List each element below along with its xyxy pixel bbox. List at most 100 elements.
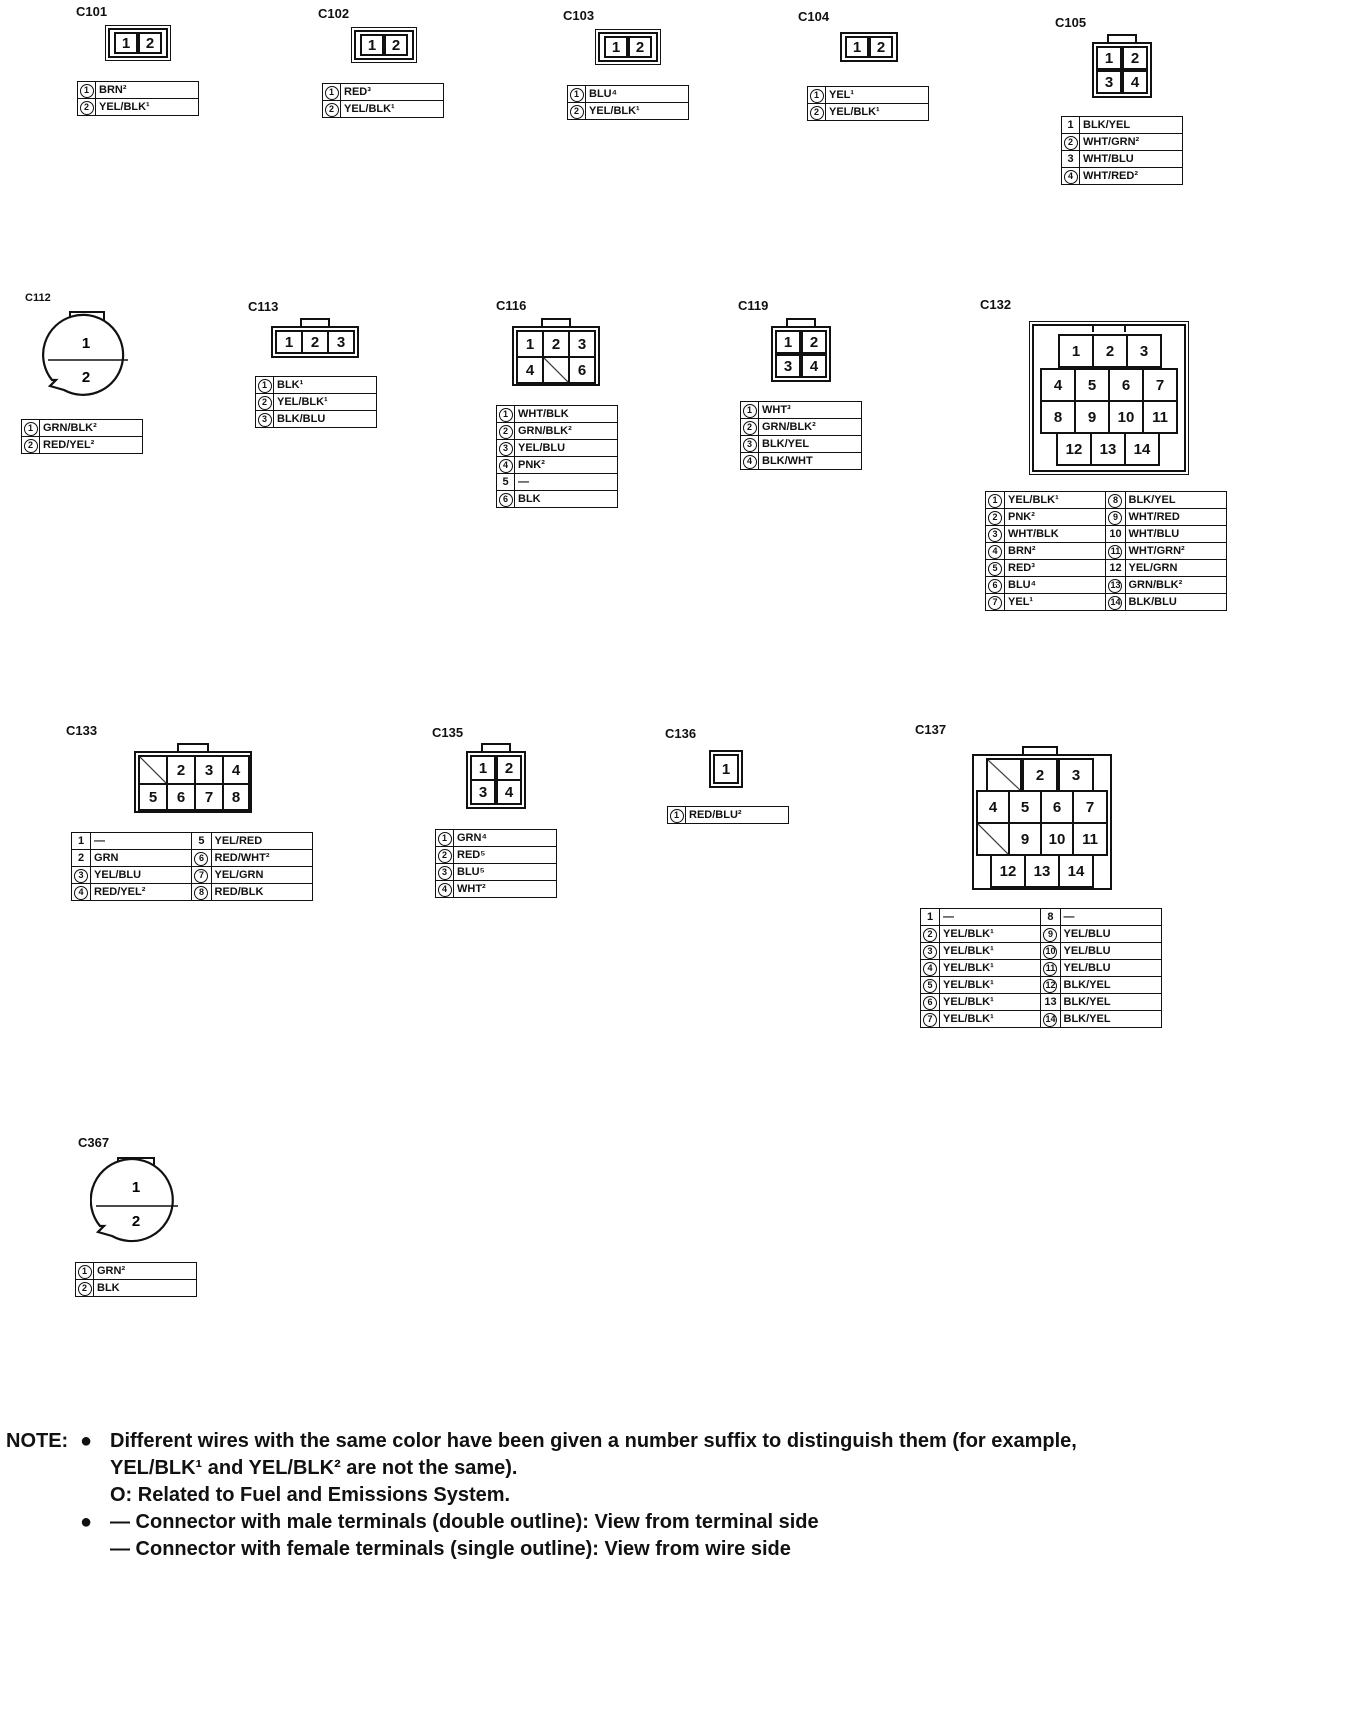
terminal-7: 7 xyxy=(1072,790,1108,824)
note-label: NOTE: xyxy=(6,1430,69,1452)
terminal-6: 6 xyxy=(166,783,196,811)
wire-color: BLK xyxy=(514,490,618,508)
svg-text:1: 1 xyxy=(132,1179,140,1196)
terminal-2: 2 xyxy=(138,32,162,54)
wire-color: PNK² xyxy=(514,456,618,474)
terminal-6: 6 xyxy=(1108,368,1144,402)
locking-tab xyxy=(177,743,209,753)
terminal-3: 3 xyxy=(327,330,355,354)
terminal-9: 9 xyxy=(1074,400,1110,434)
wire-color: BLK/YEL xyxy=(1059,976,1162,994)
wire-color: YEL/BLK¹ xyxy=(273,393,377,411)
terminal-10: 10 xyxy=(1040,822,1074,856)
svg-text:1: 1 xyxy=(82,335,90,352)
wire-color: YEL/BLK¹ xyxy=(95,98,199,116)
terminal-1-blank xyxy=(986,758,1022,792)
wire-color: BLK/YEL xyxy=(1079,116,1183,134)
locking-tab xyxy=(1092,324,1126,332)
wire-color: WHT/GRN² xyxy=(1079,133,1183,151)
locking-tab xyxy=(300,318,330,328)
connector-id: C112 xyxy=(25,292,51,304)
round-connector-body: 1 2 xyxy=(42,311,128,396)
terminal-8: 8 xyxy=(1040,400,1076,434)
locking-tab xyxy=(1022,746,1058,756)
terminal-4: 4 xyxy=(1040,368,1076,402)
terminal-1-blank xyxy=(138,755,168,785)
connector-body: 1 xyxy=(709,750,743,788)
wire-color: YEL/GRN xyxy=(210,866,313,884)
connector-id: C119 xyxy=(738,298,769,313)
bullet-icon: ● xyxy=(80,1430,93,1452)
note-line-3: O: Related to Fuel and Emissions System. xyxy=(110,1484,511,1506)
wire-color: WHT/BLK xyxy=(1004,525,1107,543)
wire-color: YEL¹ xyxy=(825,86,929,104)
terminal-2: 2 xyxy=(301,330,329,354)
connector-id: C101 xyxy=(76,4,108,19)
wire-color: BLK/YEL xyxy=(1059,1010,1162,1028)
wire-color: GRN/BLK² xyxy=(1124,576,1227,594)
terminal-2: 2 xyxy=(542,330,570,358)
wire-color: WHT/BLU xyxy=(1124,525,1227,543)
terminal-1: 1 xyxy=(775,330,801,354)
terminal-9: 9 xyxy=(1008,822,1042,856)
wire-color: YEL/BLU xyxy=(1059,942,1162,960)
connector-body: 1 2 3 4 6 xyxy=(512,326,600,386)
round-connector-body: 1 2 xyxy=(90,1157,178,1243)
wire-color: RED/BLU² xyxy=(685,806,789,824)
wire-color: WHT/GRN² xyxy=(1124,542,1227,560)
wire-color: YEL/BLK¹ xyxy=(939,925,1042,943)
terminal-13: 13 xyxy=(1024,854,1060,888)
connector-id: C105 xyxy=(1055,15,1087,30)
wire-color: YEL/BLK¹ xyxy=(825,103,929,121)
terminal-5: 5 xyxy=(1008,790,1042,824)
pin-number: 1 xyxy=(77,81,96,99)
connector-body: 1 2 xyxy=(105,25,171,61)
note-line-1: Different wires with the same color have… xyxy=(110,1430,1077,1452)
connector-body: 1 2 3 xyxy=(271,326,359,358)
wire-color: WHT/RED² xyxy=(1079,167,1183,185)
note-line-4: — Connector with male terminals (double … xyxy=(110,1511,819,1533)
connector-id: C132 xyxy=(980,297,1012,312)
wire-color: YEL/BLU xyxy=(90,866,193,884)
wire-color: YEL/BLU xyxy=(1059,959,1162,977)
terminal-2: 2 xyxy=(1022,758,1058,792)
terminal-4: 4 xyxy=(496,779,522,805)
wire-color: BLK/BLU xyxy=(273,410,377,428)
wire-color: RED³ xyxy=(1004,559,1107,577)
connector-id: C102 xyxy=(318,6,350,21)
wire-color: YEL/BLK¹ xyxy=(1004,491,1107,509)
terminal-4: 4 xyxy=(1122,70,1148,94)
wire-color: YEL/GRN xyxy=(1124,559,1227,577)
wire-color: RED⁵ xyxy=(453,846,557,864)
connector-id: C135 xyxy=(432,725,464,740)
note-line-2: YEL/BLK¹ and YEL/BLK² are not the same). xyxy=(110,1457,518,1479)
connector-id: C104 xyxy=(798,9,830,24)
wire-color: RED/YEL² xyxy=(39,436,143,454)
wire-color: BLU⁴ xyxy=(585,85,689,103)
connector-id: C137 xyxy=(915,722,947,737)
wire-color: — xyxy=(939,908,1042,926)
terminal-11: 11 xyxy=(1072,822,1108,856)
connector-body: 1 2 xyxy=(595,29,661,65)
terminal-10: 10 xyxy=(1108,400,1144,434)
terminal-2: 2 xyxy=(496,755,522,781)
note-line-5: — Connector with female terminals (singl… xyxy=(110,1538,791,1560)
connector-body: 1 2 3 4 xyxy=(1092,42,1152,98)
wire-color: PNK² xyxy=(1004,508,1107,526)
connector-body: 2 3 4 5 6 7 8 xyxy=(134,751,252,813)
terminal-1: 1 xyxy=(1096,46,1122,70)
terminal-3: 3 xyxy=(1096,70,1122,94)
terminal-3: 3 xyxy=(194,755,224,785)
wire-color: — xyxy=(1059,908,1162,926)
svg-text:2: 2 xyxy=(132,1213,140,1230)
terminal-13: 13 xyxy=(1090,432,1126,466)
terminal-2: 2 xyxy=(628,36,652,58)
